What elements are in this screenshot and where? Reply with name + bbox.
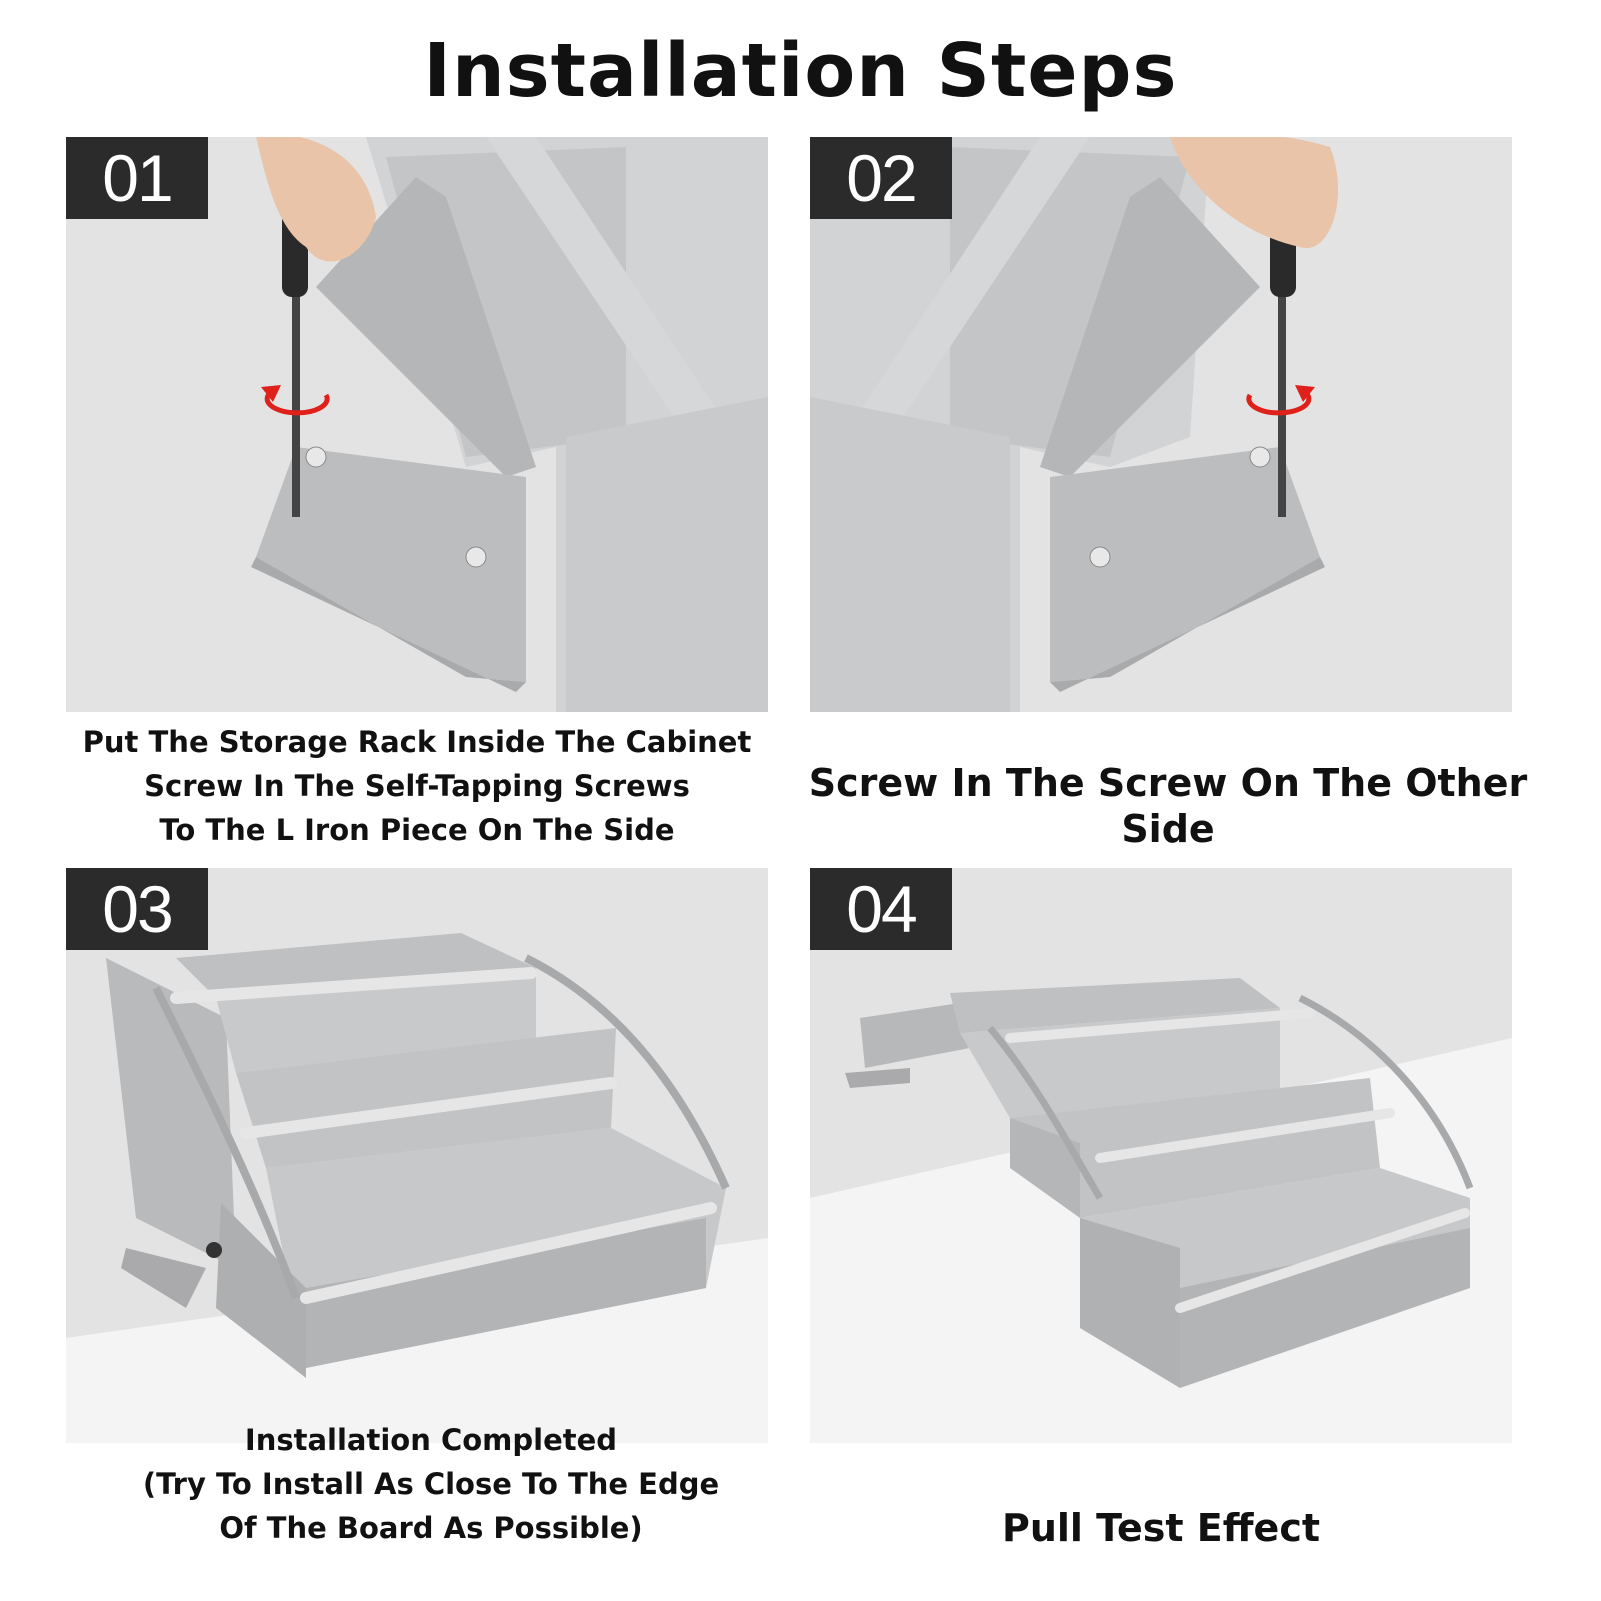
caption-line: Screw In The Self-Tapping Screws (144, 769, 690, 803)
step-03-image: 03 (66, 868, 768, 1443)
caption-line: Screw In The Screw On The Other Side (808, 761, 1528, 851)
caption-line: Of The Board As Possible) (219, 1511, 643, 1545)
step-03-illustration (66, 933, 768, 1443)
step-04-illustration (810, 978, 1512, 1443)
step-04-caption: Pull Test Effect (810, 1505, 1512, 1551)
step-03-badge: 03 (66, 868, 208, 950)
caption-line: Put The Storage Rack Inside The Cabinet (82, 725, 752, 759)
step-01-badge: 01 (66, 137, 208, 219)
caption-line: Installation Completed (244, 1423, 618, 1457)
caption-line: Pull Test Effect (1001, 1506, 1321, 1550)
page-title: Installation Steps (423, 28, 1178, 114)
step-03-caption: Installation Completed (Try To Install A… (66, 1418, 796, 1550)
caption-line: To The L Iron Piece On The Side (159, 813, 675, 847)
caption-line: (Try To Install As Close To The Edge (142, 1467, 720, 1501)
step-02-caption: Screw In The Screw On The Other Side (768, 760, 1568, 852)
step-04-image: 04 (810, 868, 1512, 1443)
step-01-image: 01 (66, 137, 768, 712)
step-02-image: 02 (810, 137, 1512, 712)
step-01-caption: Put The Storage Rack Inside The Cabinet … (66, 720, 768, 852)
step-01-illustration (251, 137, 768, 712)
step-04-badge: 04 (810, 868, 952, 950)
step-02-illustration (810, 137, 1338, 712)
step-02-badge: 02 (810, 137, 952, 219)
